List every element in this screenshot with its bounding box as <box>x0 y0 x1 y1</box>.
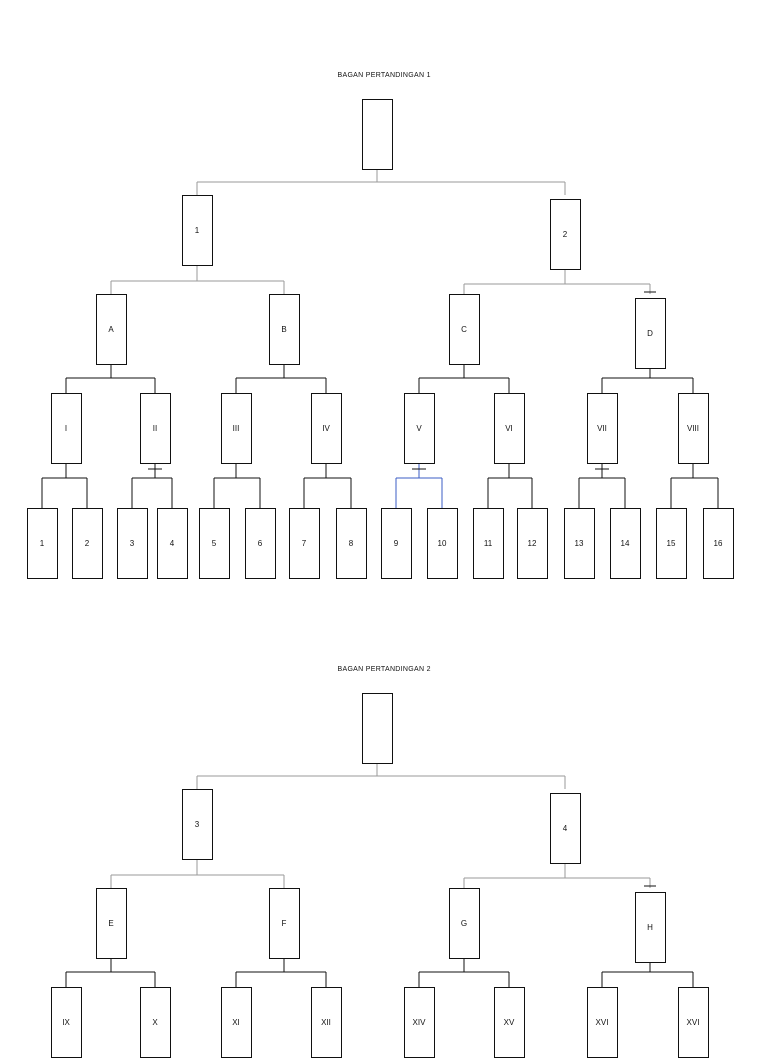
semifinal-box-label: 4 <box>562 824 568 833</box>
entrant-box: 8 <box>335 508 367 579</box>
entrant-box: 9 <box>380 508 412 579</box>
round16-box: I <box>50 393 82 464</box>
final-match-box <box>361 99 393 170</box>
round16-box: IV <box>310 393 342 464</box>
semifinal-box: 1 <box>181 195 213 266</box>
semifinal-box: 2 <box>549 199 581 270</box>
entrant-box: 6 <box>244 508 276 579</box>
quarterfinal-box: E <box>95 888 127 959</box>
quarterfinal-box-label: B <box>281 325 287 334</box>
round16-box-label: XV <box>503 1018 515 1027</box>
entrant-box: 12 <box>516 508 548 579</box>
round16-box: XI <box>220 987 252 1058</box>
entrant-box-label: 2 <box>84 539 90 548</box>
round16-box: IX <box>50 987 82 1058</box>
round16-box-label: VIII <box>686 424 699 433</box>
round16-box: VI <box>493 393 525 464</box>
quarterfinal-box-label: C <box>461 325 467 334</box>
entrant-box: 16 <box>702 508 734 579</box>
entrant-box-label: 5 <box>211 539 217 548</box>
quarterfinal-box-label: E <box>108 919 114 928</box>
round16-box: XV <box>493 987 525 1058</box>
round16-box-label: IV <box>322 424 330 433</box>
quarterfinal-box: A <box>95 294 127 365</box>
round16-box: III <box>220 393 252 464</box>
entrant-box: 5 <box>198 508 230 579</box>
entrant-box-label: 9 <box>393 539 399 548</box>
quarterfinal-box: D <box>634 298 666 369</box>
round16-box: XIV <box>403 987 435 1058</box>
semifinal-box-label: 2 <box>562 230 568 239</box>
entrant-box: 13 <box>563 508 595 579</box>
round16-box: XII <box>310 987 342 1058</box>
entrant-box: 11 <box>472 508 504 579</box>
entrant-box-label: 7 <box>301 539 307 548</box>
entrant-box-label: 14 <box>620 539 630 548</box>
entrant-box: 15 <box>655 508 687 579</box>
round16-box: VIII <box>677 393 709 464</box>
entrant-box: 3 <box>116 508 148 579</box>
round16-box: X <box>139 987 171 1058</box>
entrant-box-label: 1 <box>39 539 45 548</box>
quarterfinal-box-label: H <box>647 923 653 932</box>
round16-box: VII <box>586 393 618 464</box>
entrant-box: 2 <box>71 508 103 579</box>
quarterfinal-box-label: D <box>647 329 653 338</box>
entrant-box-label: 16 <box>713 539 723 548</box>
quarterfinal-box-label: F <box>281 919 287 928</box>
entrant-box-label: 10 <box>437 539 447 548</box>
entrant-box-label: 8 <box>348 539 354 548</box>
entrant-box-label: 11 <box>483 539 493 548</box>
quarterfinal-box: C <box>448 294 480 365</box>
entrant-box: 10 <box>426 508 458 579</box>
round16-box-label: XIV <box>412 1018 426 1027</box>
quarterfinal-box-label: G <box>460 919 468 928</box>
round16-box: II <box>139 393 171 464</box>
semifinal-box: 3 <box>181 789 213 860</box>
round16-box-label: XVI <box>686 1018 700 1027</box>
quarterfinal-box: F <box>268 888 300 959</box>
round16-box-label: II <box>152 424 158 433</box>
round16-box-label: I <box>64 424 68 433</box>
round16-box-label: XI <box>232 1018 240 1027</box>
round16-box-label: VI <box>505 424 513 433</box>
bracket-2-title: BAGAN PERTANDINGAN 2 <box>337 666 431 673</box>
quarterfinal-box: G <box>448 888 480 959</box>
entrant-box: 1 <box>26 508 58 579</box>
entrant-box: 4 <box>156 508 188 579</box>
round16-box-label: X <box>152 1018 158 1027</box>
entrant-box-label: 3 <box>129 539 135 548</box>
round16-box-label: IX <box>62 1018 70 1027</box>
entrant-box-label: 13 <box>574 539 584 548</box>
entrant-box-label: 6 <box>257 539 263 548</box>
connector-lines <box>41 170 719 987</box>
semifinal-box-label: 3 <box>194 820 200 829</box>
round16-box-label: XVI <box>595 1018 609 1027</box>
round16-box-label: V <box>416 424 422 433</box>
semifinal-box-label: 1 <box>194 226 200 235</box>
final-match-box <box>361 693 393 764</box>
semifinal-box: 4 <box>549 793 581 864</box>
entrant-box-label: 15 <box>666 539 676 548</box>
quarterfinal-box-label: A <box>108 325 114 334</box>
round16-box-label: III <box>232 424 240 433</box>
round16-box: XVI <box>586 987 618 1058</box>
quarterfinal-box: H <box>634 892 666 963</box>
bracket-1-title: BAGAN PERTANDINGAN 1 <box>337 72 431 79</box>
entrant-box-label: 4 <box>169 539 175 548</box>
quarterfinal-box: B <box>268 294 300 365</box>
round16-box-label: VII <box>597 424 607 433</box>
entrant-box-label: 12 <box>527 539 537 548</box>
round16-box-label: XII <box>321 1018 331 1027</box>
entrant-box: 7 <box>288 508 320 579</box>
entrant-box: 14 <box>609 508 641 579</box>
round16-box: V <box>403 393 435 464</box>
round16-box: XVI <box>677 987 709 1058</box>
